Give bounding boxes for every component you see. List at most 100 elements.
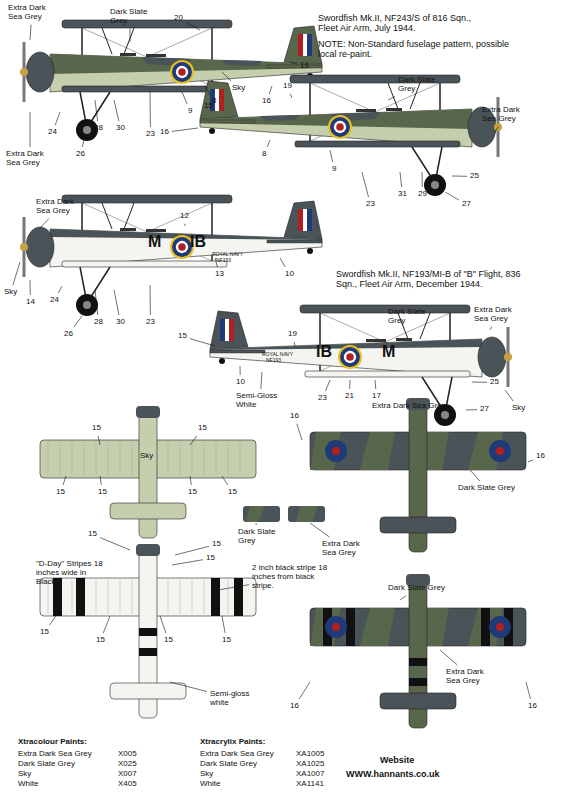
art-circle (330, 117, 350, 137)
art-polygon (50, 229, 322, 267)
leader-line (130, 29, 131, 42)
art-rect (288, 506, 325, 522)
leader-line (160, 616, 166, 633)
art-rect (409, 678, 427, 686)
text-label: ROYAL NAVY (212, 252, 243, 258)
text-label: White (200, 780, 220, 789)
text-label: X025 (118, 760, 137, 769)
art-rect (396, 338, 412, 341)
leader-line (294, 342, 296, 346)
art-line (48, 442, 49, 476)
callout-number: 23 (146, 130, 155, 139)
text-label: Xtracolour Paints: (18, 738, 87, 747)
text-label: Dark Slate Grey (398, 76, 438, 94)
callout-number: 28 (94, 124, 103, 133)
callout-number: 19 (283, 82, 292, 91)
art-circle (489, 616, 511, 638)
art-circle (176, 66, 188, 78)
callout-number: 30 (116, 124, 125, 133)
text-label: Semi-gloss white (210, 690, 260, 708)
leader-line (440, 650, 457, 665)
art-rect (211, 578, 220, 616)
art-line (108, 580, 109, 614)
callout-number: 9 (332, 165, 336, 174)
art-polygon (296, 506, 318, 522)
leader-line (55, 112, 60, 125)
leader-line (182, 92, 187, 104)
leader-line (256, 523, 257, 525)
art-line (132, 580, 133, 614)
art-line (60, 442, 61, 476)
leader-line (422, 172, 423, 187)
art-circle (334, 121, 346, 133)
text-label: Extra Dark Sea Grey (322, 540, 370, 558)
art-circle (494, 123, 502, 131)
art-circle (344, 351, 356, 363)
art-polygon (360, 608, 395, 646)
leader-line (505, 390, 513, 401)
art-rect (139, 628, 157, 636)
leader-line (222, 616, 225, 633)
art-rect (305, 371, 470, 377)
art-circle (424, 174, 446, 196)
art-rect (307, 34, 312, 56)
art-rect (303, 34, 307, 56)
art-rect (146, 229, 166, 232)
art-circle (172, 237, 192, 257)
text-label: Sky (512, 404, 525, 413)
art-ellipse (478, 337, 506, 377)
art-line (124, 203, 134, 229)
leader-line (222, 476, 228, 485)
callout-number: 23 (366, 200, 375, 209)
leader-line (114, 290, 119, 315)
art-circle (176, 241, 188, 253)
callout-number: 15 (228, 488, 237, 497)
art-line (72, 580, 73, 614)
art-circle (338, 345, 362, 369)
art-line (132, 442, 133, 476)
art-line (420, 313, 430, 339)
art-circle (489, 440, 511, 462)
art-circle (172, 62, 192, 82)
text-label: 2 inch black stripe 18 inches from black… (252, 564, 334, 590)
art-rect (62, 20, 232, 28)
callout-number: 10 (236, 378, 245, 387)
leader-line (186, 22, 200, 30)
callout-number: 29 (418, 190, 427, 199)
art-rect (303, 209, 307, 231)
art-rect (62, 261, 227, 267)
art-rect (298, 34, 303, 56)
art-rect (110, 503, 186, 519)
callout-number: 16 (528, 702, 537, 711)
text-label: White (18, 780, 38, 789)
callout-number: 15 (98, 488, 107, 497)
text-label: Extra Dark Sea Grey (446, 668, 496, 686)
art-line (180, 442, 181, 476)
text-label: Dark Slate Grey (458, 484, 515, 493)
art-circle (332, 447, 340, 455)
art-line (124, 28, 134, 54)
leader-line (326, 380, 331, 391)
leader-line (190, 339, 215, 346)
leader-line (375, 380, 377, 389)
leader-line (95, 290, 98, 315)
leader-line (310, 523, 330, 537)
art-line (192, 442, 193, 476)
text-label: NOTE: Non-Standard fuselage pattern, pos… (318, 40, 513, 60)
text-label: X007 (118, 770, 137, 779)
art-rect (210, 350, 265, 353)
leader-line (470, 470, 480, 481)
art-rect (298, 209, 303, 231)
art-rect (229, 319, 234, 341)
callout-number: 14 (26, 298, 35, 307)
text-label: Extra Dark Sea Grey (8, 4, 56, 22)
text-label: Dark Slate Grey (388, 308, 428, 326)
art-rect (219, 89, 224, 111)
art-polygon (210, 339, 482, 377)
art-rect (62, 195, 232, 203)
callout-number: 28 (94, 318, 103, 327)
text-label: Extra Dark Sea Grey (200, 750, 274, 759)
art-line (240, 442, 241, 476)
art-rect (220, 319, 225, 341)
